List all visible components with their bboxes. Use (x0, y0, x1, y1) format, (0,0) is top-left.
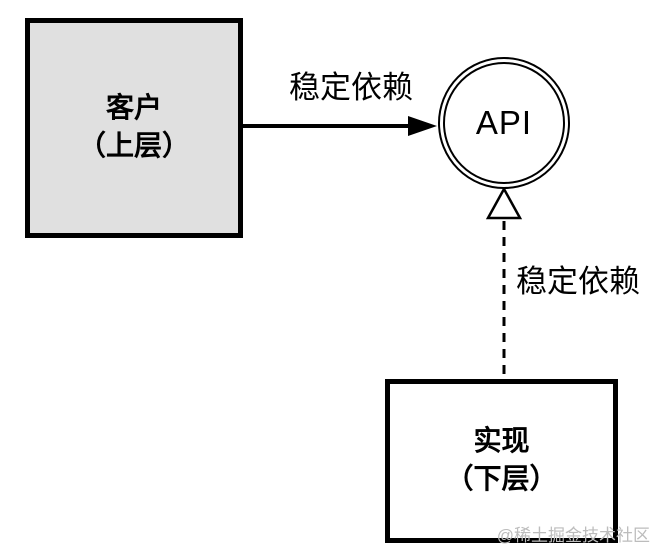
api-circle-inner-ring: API (443, 62, 565, 184)
stable-dependency-dashed-label: 稳定依赖 (516, 264, 640, 299)
stable-dependency-arrow-label: 稳定依赖 (289, 70, 413, 105)
client-box: 客户 （上层） (25, 18, 243, 238)
dependency-arrowhead-icon (408, 116, 437, 136)
client-box-label-line2: （上层） (77, 131, 190, 162)
api-label: API (475, 104, 533, 141)
client-box-label-line1: 客户 (105, 93, 162, 124)
api-circle: API (438, 57, 570, 189)
watermark: @稀土掘金技术社区 (496, 526, 650, 545)
implementation-box: 实现 （下层） (385, 379, 618, 543)
realization-triangle-icon (485, 186, 523, 220)
implementation-box-label-line1: 实现 (473, 426, 530, 457)
implementation-box-label-line2: （下层） (445, 464, 558, 495)
